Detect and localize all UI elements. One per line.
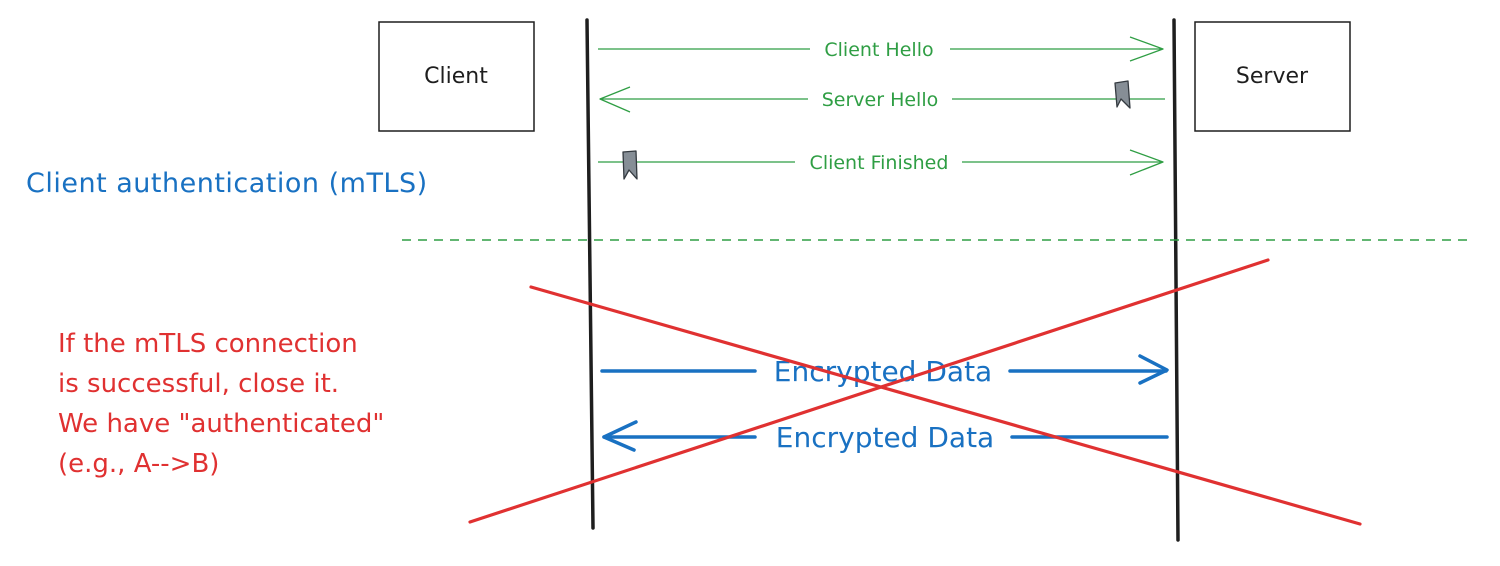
note-line: If the mTLS connection [58, 329, 358, 359]
server-box [1194, 21, 1351, 132]
client-box [378, 21, 535, 132]
bookmark-icon [1114, 80, 1131, 109]
cross-out-stroke [529, 285, 1362, 526]
server-hello-label: Server Hello [822, 89, 939, 111]
arrowhead-right-icon [1138, 354, 1169, 385]
client-participant: Client [378, 21, 535, 132]
client-finished-label: Client Finished [810, 152, 949, 174]
server-participant: Server [1194, 21, 1351, 132]
client-hello-label: Client Hello [824, 39, 933, 61]
bookmark-icon [622, 150, 638, 180]
encrypted-data-to-server: Encrypted Data [600, 354, 1169, 388]
client-lifeline [585, 18, 595, 530]
client-authentication-label: Client authentication (mTLS) [26, 168, 428, 199]
server-hello-message: Server Hello [599, 80, 1165, 113]
encrypted-data-label: Encrypted Data [776, 421, 994, 454]
arrowhead-right-icon [1129, 149, 1164, 176]
note-line: (e.g., A-->B) [58, 449, 220, 479]
arrowhead-right-icon [1129, 36, 1164, 62]
client-label: Client [424, 64, 488, 89]
arrowhead-left-icon [599, 86, 631, 113]
mtls-note: If the mTLS connection is successful, cl… [58, 324, 478, 484]
encrypted-data-label: Encrypted Data [774, 355, 992, 388]
encrypted-data-to-client: Encrypted Data [602, 420, 1169, 454]
server-lifeline [1172, 18, 1180, 542]
arrowhead-left-icon [602, 420, 638, 452]
cross-out-stroke [468, 258, 1270, 524]
client-hello-message: Client Hello [598, 36, 1164, 62]
note-line: is successful, close it. [58, 369, 340, 399]
note-line: We have "authenticated" [58, 409, 385, 439]
client-finished-message: Client Finished [598, 149, 1164, 180]
server-label: Server [1236, 64, 1309, 89]
